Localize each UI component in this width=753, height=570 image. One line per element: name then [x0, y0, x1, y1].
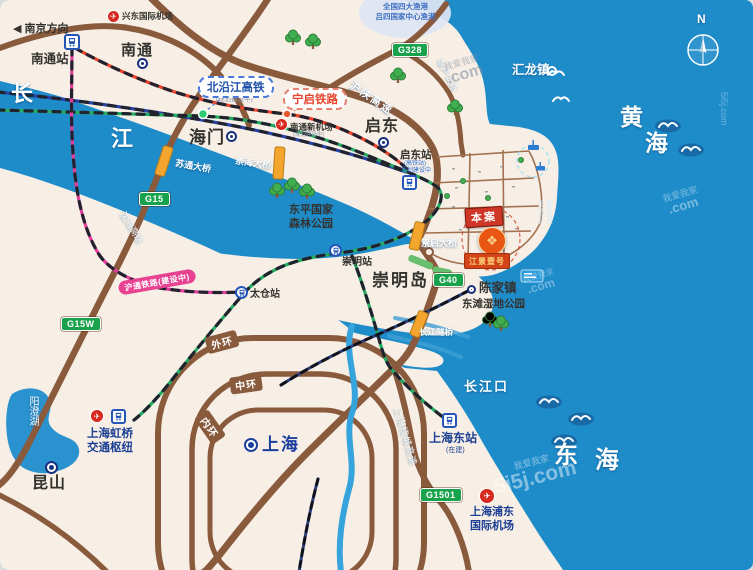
yellow-sea-char1: 黄 — [620, 104, 643, 130]
kunshan-city-marker — [45, 461, 58, 474]
qidong-station-label: 启东站 — [400, 149, 432, 161]
g40-road-sign: G40 — [433, 273, 464, 287]
taicang-station-label: 太仓站 — [250, 289, 280, 300]
tunnel-bridge-marker — [409, 310, 429, 338]
left-arrow-icon: ◀ — [13, 23, 22, 35]
chenjia-town-label: 陈家镇 — [479, 281, 517, 295]
hongqiao-airport-icon: ✈ — [90, 409, 104, 423]
huilong-town-marker — [547, 66, 557, 76]
huilong-town-label: 汇龙镇 — [512, 63, 550, 77]
changxing-island — [346, 331, 444, 368]
dongping-park-label: 东平国家森林公园 — [289, 204, 333, 230]
east-sea-char2: 海 — [595, 447, 619, 474]
hongqiao-train-icon — [111, 409, 126, 424]
kunshan-city-label: 昆山 — [32, 475, 67, 492]
nantong-city-label: 南通 — [121, 42, 154, 59]
huangpu-river — [336, 323, 358, 570]
qidong-station-icon — [402, 175, 417, 190]
shanghai-east-station-sub: (在建) — [446, 447, 465, 454]
chongqi-bridge-marker — [408, 221, 426, 251]
project-benan-badge: 本案 — [464, 205, 504, 229]
roundabout — [424, 247, 434, 257]
nantong-station-label: 南通站 — [31, 52, 69, 66]
chongming-island-label: 崇明岛 — [372, 271, 429, 290]
chongming-station-label: 崇明站 — [342, 257, 372, 268]
xingdong-airport-label: 兴东国际机场 — [122, 11, 174, 21]
project-emblem-icon: ❖ — [486, 233, 498, 248]
road-coastal — [400, 48, 466, 158]
chongqi-bridge-label: 崇启大桥 — [421, 238, 458, 248]
road-raocheng — [391, 366, 472, 570]
g328-road-sign: G328 — [392, 43, 429, 57]
nantong-new-airport-icon: ✈ — [275, 118, 288, 131]
nantong-city-marker — [137, 58, 148, 69]
tree-icons — [269, 29, 509, 331]
yellow-sea-char2: 海 — [645, 130, 668, 156]
compass-icon — [687, 34, 719, 66]
qidong-city-label: 启东 — [365, 118, 400, 135]
sutong-bridge-marker — [154, 145, 174, 177]
road-g15 — [0, 0, 272, 489]
east-sea-char1: 东 — [554, 442, 578, 469]
land-north — [0, 0, 559, 277]
road-kunshan — [0, 492, 109, 570]
port-ship-icons — [528, 140, 545, 171]
dongtan-park-label: 东滩湿地公园 — [462, 298, 525, 310]
beiyanjiang-rail-badge: 北沿江高铁 — [198, 76, 274, 98]
nantong-new-airport-label: 南通新机场 — [290, 122, 333, 132]
pudong-airport-label: 上海浦东国际机场 — [470, 506, 514, 532]
g15-road-sign: G15 — [139, 192, 170, 206]
chongming-island — [147, 240, 494, 336]
shanghai-east-station-icon — [442, 413, 457, 428]
xingdong-airport-icon: ✈ — [107, 10, 120, 23]
estuary-label: 长江口 — [464, 379, 510, 394]
qidong-station-sub2: 规划建设中 — [401, 168, 432, 174]
g1501-road-sign: G1501 — [420, 488, 462, 502]
yangtze-river-char2: 江 — [111, 126, 134, 151]
badge-connectors — [197, 95, 303, 120]
haimen-city-label: 海门 — [189, 128, 225, 147]
nanjing-direction-label: ◀ 南京方向 — [13, 23, 69, 35]
resort-label: 圆陀角旅游度假区 — [536, 200, 552, 224]
beiyanjiang-rail-sub: (规划建设中) — [216, 96, 253, 103]
chongming-station-icon — [329, 244, 342, 257]
chenjia-town-marker — [467, 285, 476, 294]
nantong-new-airport-sub: (规划建设中) — [293, 132, 325, 138]
bridge-markers — [154, 145, 429, 338]
nantong-station-icon — [64, 34, 80, 50]
shanghai-city-label: 上海 — [262, 435, 300, 454]
ningqi-rail-badge: 宁启铁路 — [283, 88, 347, 110]
port-dashed-ring — [516, 144, 550, 178]
project-logo: ❖ — [478, 227, 506, 255]
compass-n-label: N — [697, 12, 706, 26]
pudong-airport-icon: ✈ — [479, 488, 495, 504]
chonghai-bridge-marker — [272, 146, 286, 180]
g15w-road-sign: G15W — [61, 317, 101, 331]
yangcheng-lake-label: 阳澄湖 — [27, 396, 38, 426]
shore-poi-badge-text-marks — [524, 273, 536, 278]
wave-icons — [536, 119, 704, 448]
lvsi-port-label: 全国四大渔港吕四国家中心渔港 — [375, 2, 436, 21]
qidong-station-sub1: (高铁站) — [404, 161, 426, 167]
haimen-city-marker — [226, 131, 237, 142]
project-name-banner: 江景壹号 — [464, 253, 510, 269]
shanghai-city-marker — [244, 438, 258, 452]
shanghai-east-station-label: 上海东站 — [429, 431, 478, 445]
tunnel-bridge-label: 长江隧桥 — [419, 327, 454, 337]
yangtze-river-char1: 长 — [11, 81, 34, 106]
qidong-city-marker — [378, 137, 389, 148]
railways — [0, 46, 470, 570]
estuary-channels — [387, 316, 470, 359]
taicang-station-icon — [235, 286, 248, 299]
shore-poi-badge — [520, 269, 544, 283]
hongqiao-hub-label-line1: 上海虹桥 — [87, 428, 133, 440]
hongqiao-hub-label-line2: 交通枢纽 — [87, 442, 133, 454]
